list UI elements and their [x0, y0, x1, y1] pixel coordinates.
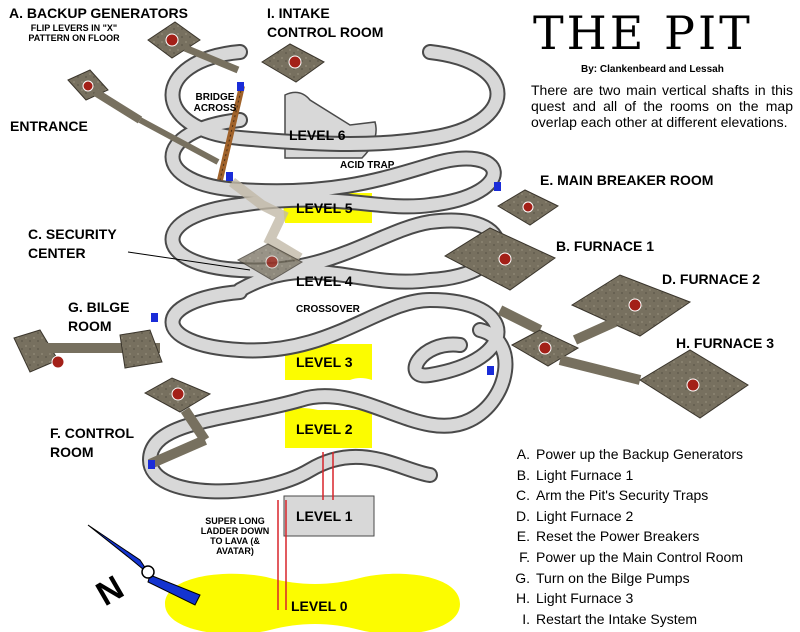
compass-icon: [87, 524, 201, 606]
quest-item: G.Turn on the Bilge Pumps: [515, 569, 690, 586]
label-crossover: CROSSOVER: [296, 304, 360, 315]
label-furnace-2: D. FURNACE 2: [662, 271, 761, 287]
label-security-line2: CENTER: [28, 245, 86, 261]
level-3-highlight: [285, 344, 372, 380]
label-bilge-line2: ROOM: [68, 318, 112, 334]
room-bilge-hub: [119, 329, 163, 369]
quest-list: A.Power up the Backup Generators B.Light…: [508, 444, 743, 629]
quest-item: F.Power up the Main Control Room: [519, 548, 743, 565]
room-symbols: [51, 33, 700, 401]
doors: [148, 82, 501, 469]
label-backup-generators: A. BACKUP GENERATORS: [9, 5, 188, 21]
label-intake-line1: I. INTAKE: [267, 5, 330, 21]
label-furnace-3: H. FURNACE 3: [676, 335, 775, 351]
security-callout: [127, 251, 251, 271]
level-2-label: LEVEL 2: [296, 421, 353, 437]
quest-item: B.Light Furnace 1: [516, 466, 634, 483]
label-control-line2: ROOM: [50, 444, 94, 460]
label-ladder: SUPER LONG LADDER DOWN TO LAVA (& AVATAR…: [200, 516, 270, 556]
level-5-label: LEVEL 5: [296, 200, 353, 216]
byline: By: Clankenbeard and Lessah: [581, 64, 724, 75]
label-bilge-line1: G. BILGE: [68, 299, 130, 315]
label-acid-trap: ACID TRAP: [340, 160, 395, 171]
level-2-highlight: [285, 408, 372, 448]
quest-item: H.Light Furnace 3: [516, 590, 634, 607]
label-entrance: ENTRANCE: [10, 118, 88, 134]
quest-item: C.Arm the Pit's Security Traps: [516, 487, 709, 504]
spiral-ramps: [141, 44, 514, 500]
label-security-line1: C. SECURITY: [28, 226, 117, 242]
page-title: THE PIT: [533, 6, 753, 60]
label-bridge: BRIDGE ACROSS: [193, 92, 237, 114]
label-intake-line2: CONTROL ROOM: [267, 24, 384, 40]
corridor-to-security: [228, 178, 303, 263]
lava-pool: [165, 573, 460, 632]
level-1-platform: [283, 495, 375, 537]
label-control-line1: F. CONTROL: [50, 425, 134, 441]
quest-item: A.Power up the Backup Generators: [516, 446, 744, 462]
label-main-breaker: E. MAIN BREAKER ROOM: [540, 172, 714, 188]
level-3-label: LEVEL 3: [296, 354, 353, 370]
level-6-label: LEVEL 6: [289, 127, 346, 143]
quest-item: D.Light Furnace 2: [516, 507, 634, 524]
level-4-label: LEVEL 4: [296, 273, 353, 289]
intro-text: There are two main vertical shafts in th…: [531, 82, 793, 130]
quest-item: I.Restart the Intake System: [522, 610, 698, 627]
level-0-label: LEVEL 0: [291, 598, 348, 614]
level-1-label: LEVEL 1: [296, 508, 353, 524]
label-furnace-1: B. FURNACE 1: [556, 238, 655, 254]
quest-item: E.Reset the Power Breakers: [516, 528, 700, 545]
ladder: [277, 452, 334, 610]
label-generators-note: FLIP LEVERS IN "X" PATTERN ON FLOOR: [28, 23, 120, 43]
